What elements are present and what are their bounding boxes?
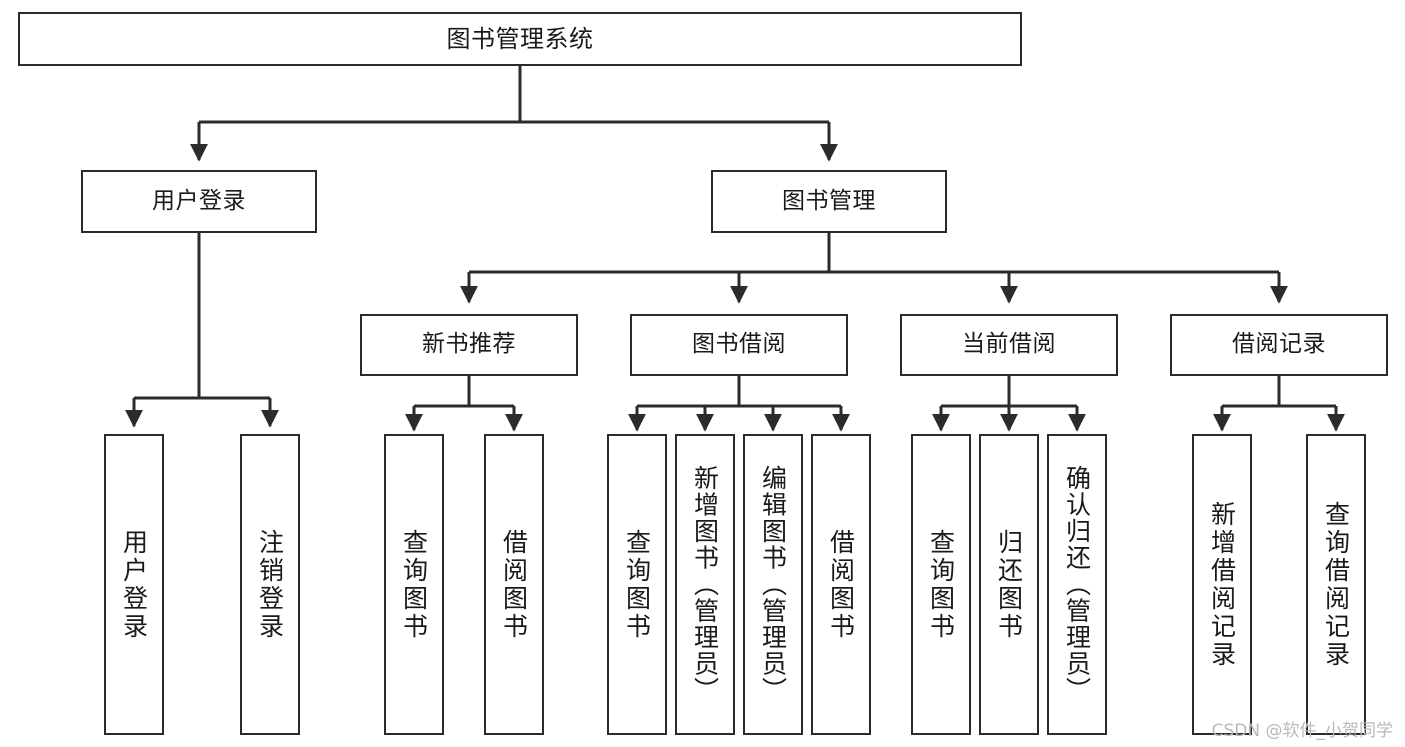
node-label: 新增图书（管理员）: [690, 465, 720, 704]
node-label: 图书借阅: [692, 331, 786, 358]
node-book-borrow[interactable]: 图书借阅: [630, 314, 848, 376]
node-label: 归还图书: [994, 528, 1024, 641]
node-label: 确认归还（管理员）: [1062, 465, 1092, 704]
node-label: 查询借阅记录: [1321, 500, 1351, 669]
node-label: 查询图书: [622, 528, 652, 641]
node-label: 编辑图书（管理员）: [758, 465, 788, 704]
node-user-login[interactable]: 用户登录: [81, 170, 317, 233]
leaf-book-borrow-query[interactable]: 查询图书: [607, 434, 667, 735]
leaf-borrow-record-add[interactable]: 新增借阅记录: [1192, 434, 1252, 735]
node-label: 新书推荐: [422, 331, 516, 358]
node-label: 用户登录: [152, 187, 246, 214]
leaf-user-login-logout[interactable]: 注销登录: [240, 434, 300, 735]
node-label: 借阅图书: [499, 528, 529, 641]
leaf-new-book-borrow[interactable]: 借阅图书: [484, 434, 544, 735]
node-new-book-recommend[interactable]: 新书推荐: [360, 314, 578, 376]
node-label: 用户登录: [119, 528, 149, 641]
node-label: 借阅图书: [826, 528, 856, 641]
leaf-current-borrow-query[interactable]: 查询图书: [911, 434, 971, 735]
node-label: 查询图书: [399, 528, 429, 641]
leaf-current-borrow-return[interactable]: 归还图书: [979, 434, 1039, 735]
node-label: 当前借阅: [962, 331, 1056, 358]
node-root-system[interactable]: 图书管理系统: [18, 12, 1022, 66]
leaf-book-borrow-edit[interactable]: 编辑图书（管理员）: [743, 434, 803, 735]
leaf-current-borrow-confirm[interactable]: 确认归还（管理员）: [1047, 434, 1107, 735]
node-label: 注销登录: [255, 528, 285, 641]
node-label: 图书管理系统: [446, 24, 594, 53]
leaf-book-borrow-add[interactable]: 新增图书（管理员）: [675, 434, 735, 735]
node-label: 查询图书: [926, 528, 956, 641]
node-label: 借阅记录: [1232, 331, 1326, 358]
node-label: 新增借阅记录: [1207, 500, 1237, 669]
leaf-book-borrow-borrow[interactable]: 借阅图书: [811, 434, 871, 735]
leaf-user-login-login[interactable]: 用户登录: [104, 434, 164, 735]
node-borrow-record[interactable]: 借阅记录: [1170, 314, 1388, 376]
node-label: 图书管理: [782, 187, 876, 214]
node-book-management[interactable]: 图书管理: [711, 170, 947, 233]
leaf-borrow-record-query[interactable]: 查询借阅记录: [1306, 434, 1366, 735]
node-current-borrow[interactable]: 当前借阅: [900, 314, 1118, 376]
leaf-new-book-query[interactable]: 查询图书: [384, 434, 444, 735]
